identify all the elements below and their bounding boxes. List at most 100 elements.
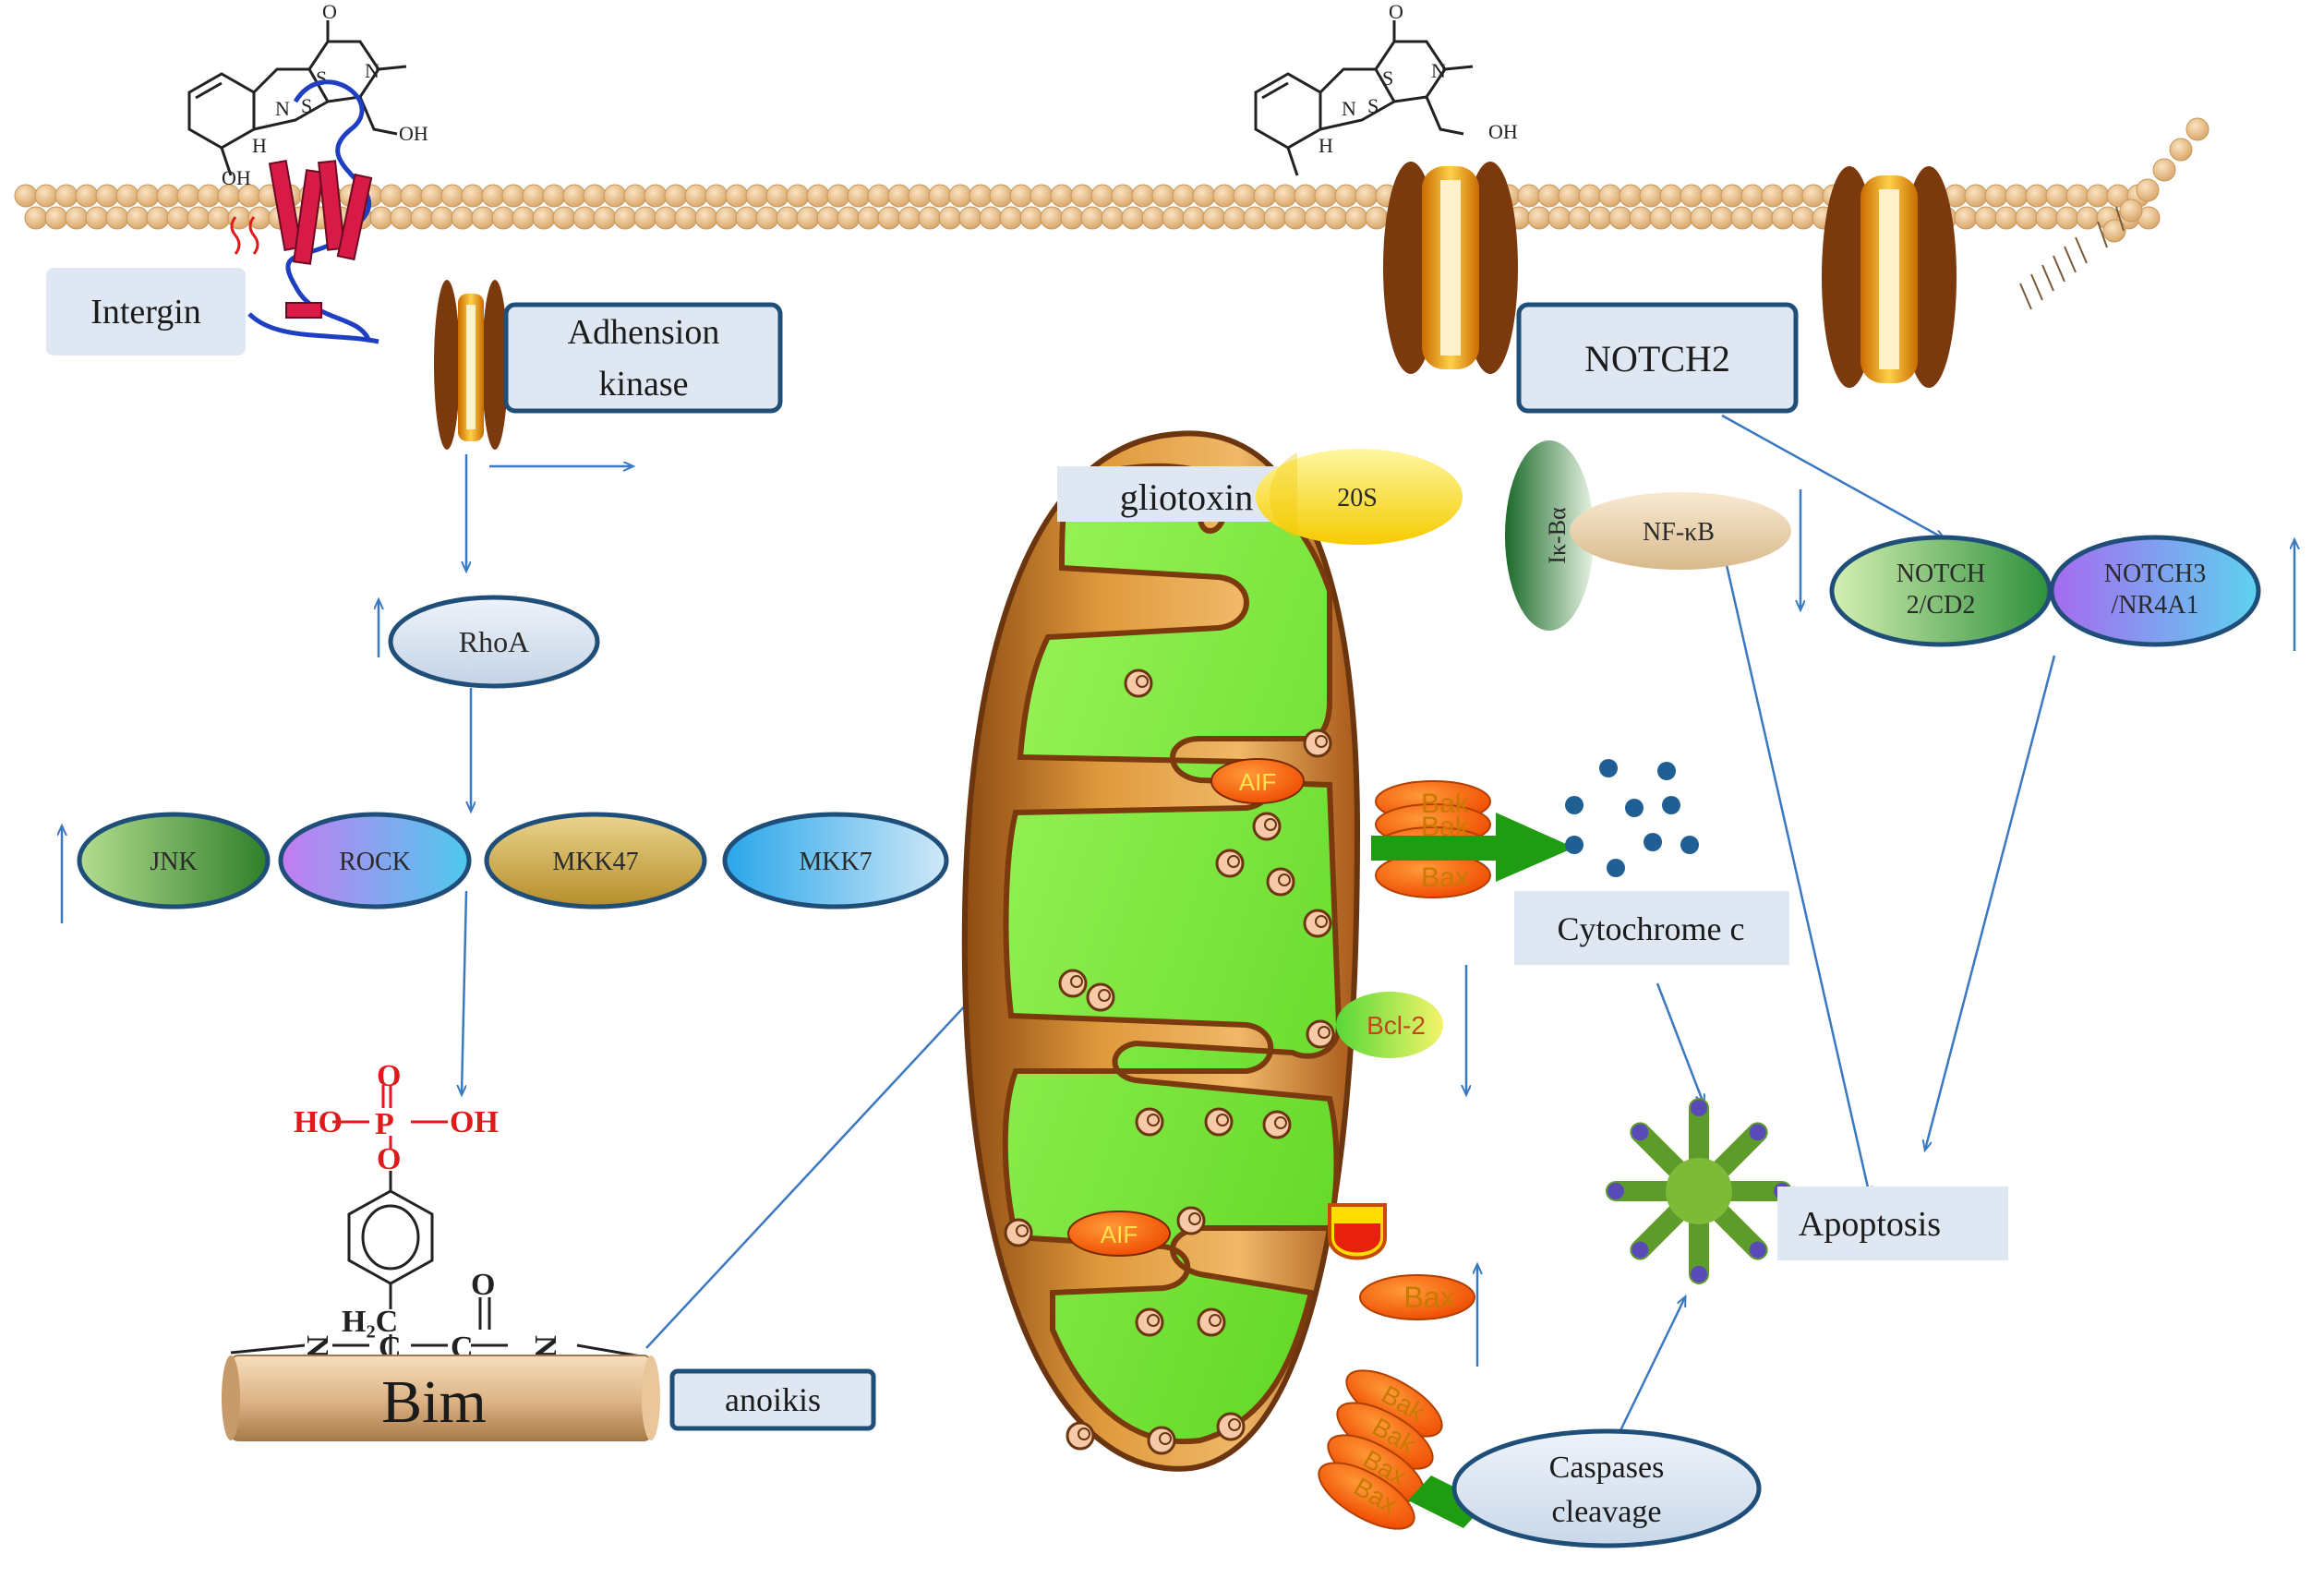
mito-particle-core	[1209, 1314, 1222, 1327]
ikba-node: Iκ-Bα	[1505, 440, 1594, 631]
lipid-bead	[562, 184, 586, 208]
caspases-line2: cleavage	[1552, 1495, 1662, 1529]
nfkb-label: NF-κB	[1643, 518, 1715, 547]
lipid-bead	[1740, 184, 1764, 208]
lipid-bead	[400, 184, 424, 208]
atom-oh: OH	[450, 1105, 499, 1139]
lipid-bead	[1791, 206, 1815, 230]
lipid-bead	[1172, 184, 1196, 208]
mito-particle-core	[1070, 975, 1083, 988]
intergin-label: Intergin	[90, 293, 201, 331]
mkk47-node: MKK47	[484, 812, 707, 909]
adhesion-kinase-line2: kinase	[598, 365, 688, 404]
atom-h-right: H	[1319, 134, 1333, 157]
lipid-bead	[1964, 184, 1988, 208]
bim-protein: Bim	[222, 1355, 660, 1441]
lipid-bead	[2076, 206, 2100, 230]
lipid-bead	[989, 184, 1013, 208]
cytochrome-c-dot	[1662, 796, 1680, 814]
lipid-bead	[1954, 206, 1978, 230]
lipid-bead	[1527, 206, 1551, 230]
lipid-bead	[146, 206, 170, 230]
lipid-bead	[735, 206, 759, 230]
atom-o-bottom: O	[377, 1142, 401, 1176]
rock-node: ROCK	[278, 812, 472, 909]
mkk47-label: MKK47	[552, 848, 638, 876]
lipid-bead	[1162, 206, 1186, 230]
lipid-bead	[1547, 206, 1571, 230]
arrow-nfkb-to-apoptosis	[1720, 544, 1870, 1196]
lipid-bead	[1131, 184, 1155, 208]
lipid-bead	[105, 206, 129, 230]
membrane-torn-end	[2019, 206, 2125, 310]
notch3-line1: NOTCH3	[2104, 560, 2206, 588]
lipid-bead	[1751, 206, 1775, 230]
lipid-bead	[187, 206, 211, 230]
lipid-bead	[65, 206, 89, 230]
lipid-bead	[1730, 206, 1754, 230]
lipid-bead	[1314, 184, 1338, 208]
mito-particle-core	[1274, 1116, 1287, 1129]
lipid-bead	[1801, 184, 1825, 208]
mkk7-label: MKK7	[799, 848, 872, 876]
mito-particle-core	[1147, 1314, 1160, 1327]
apoptosome-tip	[1691, 1266, 1707, 1283]
lipid-bead	[837, 206, 861, 230]
apoptosome-tip	[1632, 1124, 1649, 1141]
lipid-bead	[1060, 206, 1084, 230]
lipid-bead	[1578, 184, 1602, 208]
lipid-bead	[1659, 184, 1683, 208]
mito-particle-core	[1315, 915, 1328, 928]
lipid-bead	[593, 206, 617, 230]
lipid-bead	[461, 184, 485, 208]
lipid-bead	[715, 206, 739, 230]
atom-p: P	[375, 1107, 394, 1141]
lipid-bead	[2102, 219, 2126, 243]
lipid-bead	[2065, 184, 2089, 208]
lipid-bead	[390, 206, 414, 230]
notch3-node: NOTCH3 /NR4A1	[2049, 535, 2261, 647]
rock-label: ROCK	[339, 848, 411, 876]
lipid-bead	[704, 184, 729, 208]
release-arrow	[1371, 813, 1574, 882]
lipid-bead	[420, 184, 444, 208]
lipid-bead	[857, 206, 881, 230]
lipid-bead	[1283, 206, 1307, 230]
jnk-label: JNK	[150, 848, 197, 876]
lipid-bead	[1182, 206, 1206, 230]
lipid-bead	[24, 206, 48, 230]
lipid-bead	[826, 184, 850, 208]
lipid-bead	[1710, 206, 1734, 230]
atom-n-right-bim: N	[528, 1335, 562, 1358]
lipid-bead	[958, 206, 982, 230]
lipid-bead	[166, 206, 190, 230]
lipid-bead	[623, 184, 647, 208]
cytochrome-c-box: Cytochrome c	[1514, 891, 1789, 965]
lipid-bead	[948, 184, 972, 208]
lipid-bead	[1009, 184, 1033, 208]
lipid-bead	[44, 206, 68, 230]
lipid-bead	[1700, 184, 1724, 208]
lipid-bead	[85, 206, 109, 230]
lipid-bead	[2035, 206, 2059, 230]
bim-label: Bim	[381, 1368, 487, 1436]
cytochrome-c-dot	[1565, 836, 1583, 854]
mito-particle-core	[1228, 1418, 1241, 1431]
lipid-bead	[532, 206, 556, 230]
lipid-bead	[491, 206, 515, 230]
lipid-bead	[1101, 206, 1125, 230]
lipid-bead	[867, 184, 891, 208]
lipid-bead	[2055, 206, 2079, 230]
lipid-bead	[1243, 206, 1267, 230]
mito-particle-core	[1278, 873, 1291, 886]
lipid-bead	[1608, 206, 1632, 230]
lipid-bead	[379, 184, 403, 208]
atom-o-right: O	[1389, 0, 1403, 23]
mito-particle-core	[1264, 818, 1277, 831]
lipid-bead	[745, 184, 769, 208]
bak-label-1: Bak	[1421, 789, 1470, 819]
bcl2-label: Bcl-2	[1367, 1011, 1426, 1040]
adhesion-kinase-box: Adhension kinase	[503, 302, 783, 414]
